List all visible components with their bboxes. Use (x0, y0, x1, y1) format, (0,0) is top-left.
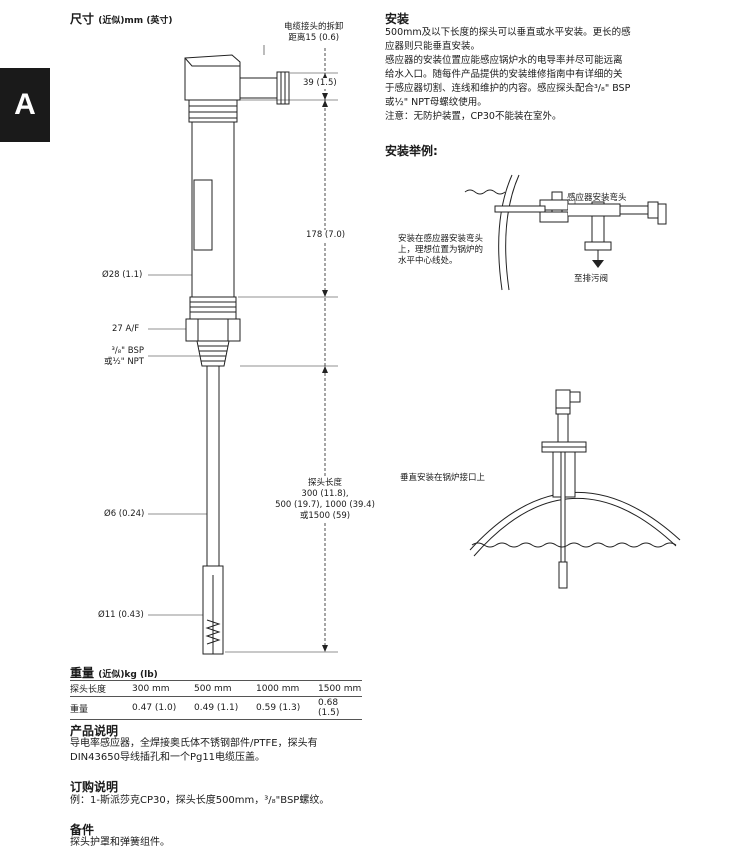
elbow-label: 感应器安装弯头 (567, 193, 627, 203)
product-line-1: 导电率感应器，全焊接奥氏体不锈钢部件/PTFE，探头有 (70, 738, 318, 749)
install-note: 注意：无防护装置，CP30不能装在室外。 (385, 111, 562, 122)
dim-39-label: 39 (1.5) (303, 78, 337, 89)
section-tab-letter: A (14, 88, 36, 121)
table-cell: 500 mm (194, 680, 256, 697)
horizontal-install-line-2: 上，理想位置为锅炉的 (398, 245, 484, 255)
table-cell: 0.59 (1.3) (256, 696, 318, 720)
weight-unit-note: (近似)kg (lb) (98, 670, 158, 680)
dimensions-unit-note: (近似)mm (英寸) (98, 16, 173, 26)
table-cell: 0.47 (1.0) (132, 696, 194, 720)
thread-label: ³/₈" BSP 或½" NPT (100, 346, 144, 368)
horizontal-install-line-3: 水平中心线处。 (398, 256, 458, 266)
dimensions-heading: 尺寸 (近似)mm (英寸) (70, 10, 173, 27)
probe-length-label: 探头长度 300 (11.8), 500 (19.7), 1000 (39.4)… (273, 478, 377, 522)
install-line: 感应器的安装位置应能感应锅炉水的电导率并尽可能远离 (385, 55, 623, 66)
section-tab: A (0, 68, 50, 142)
dia-6-label: Ø6 (0.24) (104, 509, 145, 519)
install-heading: 安装 (385, 12, 410, 26)
table-cell: 重量 (70, 696, 132, 720)
horizontal-install-label: 安装在感应器安装弯头 上，理想位置为锅炉的 水平中心线处。 (398, 234, 483, 267)
vertical-install-label: 垂直安装在锅炉接口上 (400, 473, 486, 483)
probe-length-line-3: 500 (19.7), 1000 (39.4) (275, 500, 375, 510)
cable-clearance-line-2: 距离15 (0.6) (288, 33, 340, 43)
drain-valve-label: 至排污阀 (574, 274, 609, 284)
weight-heading: 重量 (近似)kg (lb) (70, 664, 158, 681)
spares-heading: 备件 (70, 823, 95, 837)
dia-11-label: Ø11 (0.43) (98, 610, 144, 620)
probe-length-line-1: 探头长度 (307, 478, 342, 488)
table-cell: 探头长度 (70, 680, 132, 697)
thread-npt: 或½" NPT (103, 357, 144, 367)
cable-clearance-line-1: 电缆接头的拆卸 (284, 22, 344, 32)
product-text: 导电率感应器，全焊接奥氏体不锈钢部件/PTFE，探头有 DIN43650导线插孔… (70, 737, 370, 765)
dim-178-label: 178 (7.0) (306, 230, 346, 241)
install-line: 或½" NPT母螺纹使用。 (385, 97, 487, 108)
horizontal-install-line-1: 安装在感应器安装弯头 (398, 234, 484, 244)
horizontal-install-diagram (464, 174, 667, 291)
vertical-install-diagram (469, 389, 681, 589)
table-cell: 1000 mm (256, 680, 318, 697)
install-line: 给水入口。随每件产品提供的安装维修指南中有详细的关 (385, 69, 623, 80)
af-27-label: 27 A/F (112, 324, 140, 334)
table-row: 重量 0.47 (1.0) 0.49 (1.1) 0.59 (1.3) 0.68… (70, 696, 362, 720)
dia-28-label: Ø28 (1.1) (102, 270, 143, 280)
install-line: 于感应器切割、连线和维护的内容。感应探头配合³/₈" BSP (385, 83, 631, 94)
weight-title: 重量 (70, 666, 95, 680)
table-cell: 0.68 (1.5) (318, 696, 362, 720)
install-line: 应器则只能垂直安装。 (385, 41, 481, 52)
table-cell: 1500 mm (318, 680, 362, 697)
thread-bsp: ³/₈" BSP (111, 346, 145, 356)
order-heading: 订购说明 (70, 780, 119, 794)
cable-clearance-label: 电缆接头的拆卸 距离15 (0.6) (284, 22, 344, 44)
sensor-dimension-drawing (148, 45, 338, 655)
table-cell: 300 mm (132, 680, 194, 697)
order-text: 例：1-斯派莎克CP30，探头长度500mm，³/₈"BSP螺纹。 (70, 795, 330, 806)
spares-text: 探头护罩和弹簧组件。 (70, 837, 170, 848)
probe-length-line-4: 或1500 (59) (299, 511, 351, 521)
install-line: 500mm及以下长度的探头可以垂直或水平安装。更长的感 (385, 27, 631, 38)
table-row: 探头长度 300 mm 500 mm 1000 mm 1500 mm (70, 680, 362, 697)
examples-heading: 安装举例: (385, 144, 438, 158)
product-heading: 产品说明 (70, 724, 119, 738)
probe-length-line-2: 300 (11.8), (301, 489, 349, 499)
table-cell: 0.49 (1.1) (194, 696, 256, 720)
install-text: 500mm及以下长度的探头可以垂直或水平安装。更长的感 应器则只能垂直安装。 感… (385, 26, 685, 124)
weight-table: 探头长度 300 mm 500 mm 1000 mm 1500 mm 重量 0.… (70, 680, 362, 720)
dimensions-title: 尺寸 (70, 12, 95, 26)
product-line-2: DIN43650导线插孔和一个Pg11电缆压盖。 (70, 752, 266, 763)
